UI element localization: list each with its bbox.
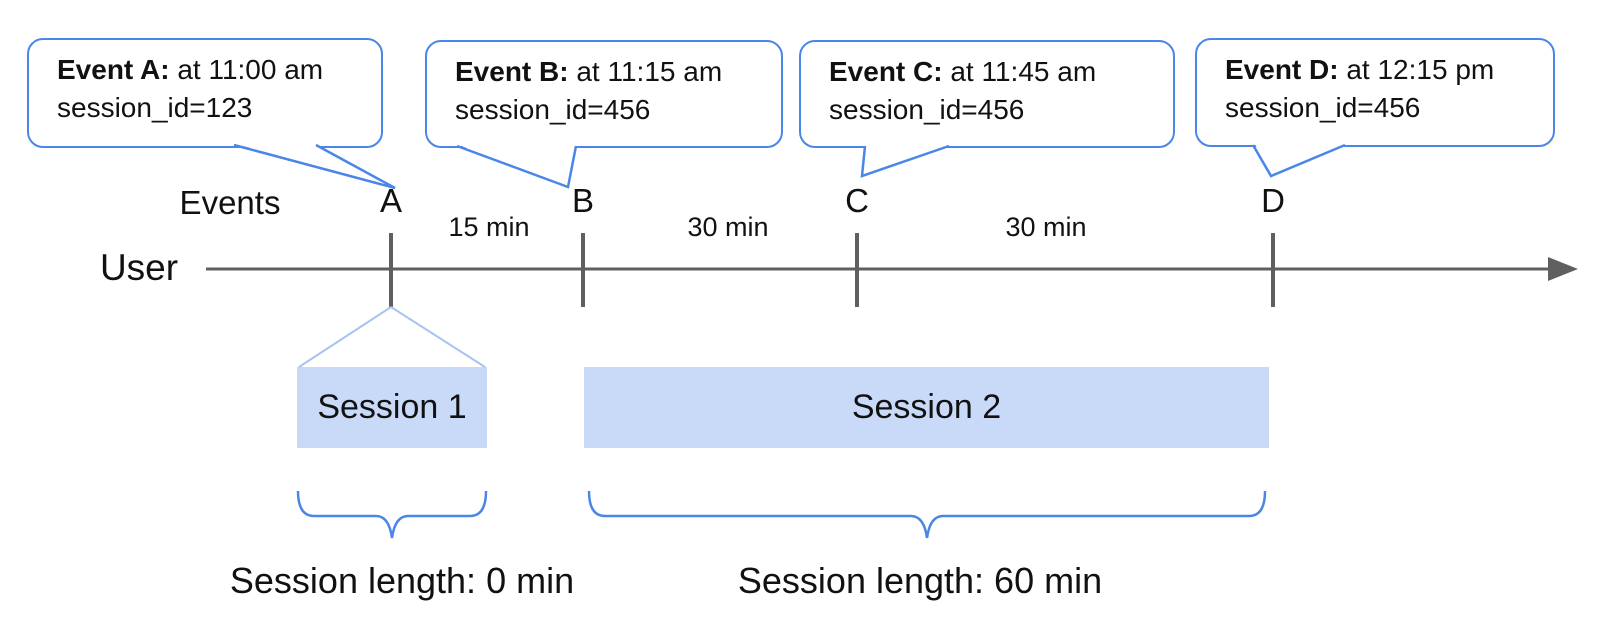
event-a-time: at 11:00 am bbox=[169, 54, 324, 85]
session-1-brace bbox=[296, 490, 488, 539]
session-1-funnel-right-line bbox=[390, 306, 486, 368]
session-2-box: Session 2 bbox=[584, 367, 1269, 448]
event-a-session-id: session_id=123 bbox=[57, 92, 253, 123]
event-letter-c: C bbox=[845, 182, 869, 219]
event-d-time: at 12:15 pm bbox=[1338, 54, 1495, 85]
event-c-session-id: session_id=456 bbox=[829, 94, 1025, 125]
session-1-funnel-left-line bbox=[298, 306, 392, 368]
event-b-callout-line1: Event B: at 11:15 am bbox=[455, 53, 773, 91]
event-d-tail-fill bbox=[1255, 144, 1345, 176]
event-letter-a: A bbox=[379, 182, 403, 219]
event-b-title: Event B: bbox=[455, 56, 569, 87]
event-c-callout-tail bbox=[860, 144, 950, 178]
event-d-session-id: session_id=456 bbox=[1225, 92, 1421, 123]
event-b-tail-fill bbox=[459, 145, 576, 187]
timeline-arrowhead bbox=[1548, 257, 1578, 281]
event-d-title: Event D: bbox=[1225, 54, 1339, 85]
event-d-callout: Event D: at 12:15 pm session_id=456 bbox=[1195, 38, 1555, 147]
session-1-box: Session 1 bbox=[297, 367, 487, 448]
session-2-length-label: Session length: 60 min bbox=[737, 560, 1103, 601]
interval-label-b-c: 30 min bbox=[687, 212, 769, 242]
event-a-callout: Event A: at 11:00 am session_id=123 bbox=[27, 38, 383, 148]
event-d-callout-tail bbox=[1251, 143, 1346, 178]
event-c-callout-line1: Event C: at 11:45 am bbox=[829, 53, 1165, 91]
event-a-tail-outline bbox=[233, 143, 396, 190]
event-c-time: at 11:45 am bbox=[942, 56, 1097, 87]
event-c-title: Event C: bbox=[829, 56, 943, 87]
event-c-tail-fill bbox=[862, 145, 949, 176]
session-2-brace bbox=[587, 490, 1267, 539]
event-b-time: at 11:15 am bbox=[568, 56, 723, 87]
event-b-tail-outline bbox=[456, 144, 578, 189]
event-d-callout-line1: Event D: at 12:15 pm bbox=[1225, 51, 1545, 89]
event-letter-b: B bbox=[571, 182, 595, 219]
event-letter-d: D bbox=[1261, 182, 1285, 219]
event-b-callout: Event B: at 11:15 am session_id=456 bbox=[425, 40, 783, 148]
event-d-tail-outline bbox=[1251, 143, 1346, 178]
event-b-callout-tail bbox=[456, 144, 578, 189]
session-1-label: Session 1 bbox=[317, 388, 467, 426]
event-a-tail-fill bbox=[236, 144, 395, 188]
event-a-callout-line1: Event A: at 11:00 am bbox=[57, 51, 373, 89]
event-a-callout-tail bbox=[233, 143, 396, 190]
event-c-callout: Event C: at 11:45 am session_id=456 bbox=[799, 40, 1175, 148]
session-1-length-label: Session length: 0 min bbox=[229, 560, 575, 601]
event-c-tail-outline bbox=[860, 144, 950, 178]
event-b-session-id: session_id=456 bbox=[455, 94, 651, 125]
event-a-title: Event A: bbox=[57, 54, 170, 85]
interval-label-a-b: 15 min bbox=[448, 212, 530, 242]
session-2-label: Session 2 bbox=[851, 388, 1002, 426]
user-axis-label: User bbox=[99, 247, 179, 288]
events-row-label: Events bbox=[179, 184, 281, 221]
interval-label-c-d: 30 min bbox=[1005, 212, 1087, 242]
